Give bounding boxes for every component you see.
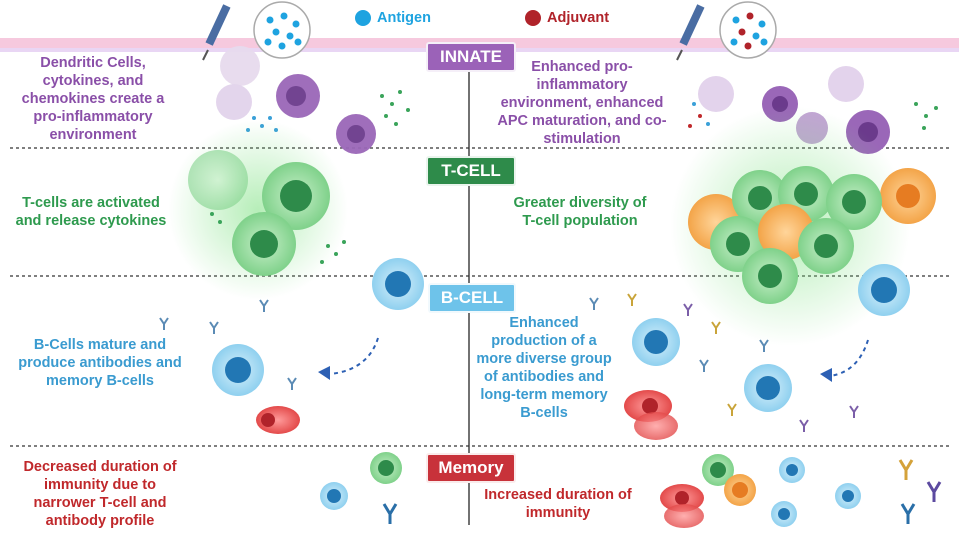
section-badge-tcell: T-CELL [426,156,516,186]
maturation-arrowhead-left [318,366,330,380]
antibody-memory-left-icon [382,503,398,524]
right-tcell-text: Greater diversity of T-cell population [513,195,647,229]
cytokine-dots-left [380,90,410,126]
bcell-naive-right [858,264,910,316]
dendritic-cells-left [216,46,376,154]
adjuvant-icon [525,10,541,26]
legend-adjuvant-label: Adjuvant [547,10,610,26]
maturation-arrow-right [829,339,869,377]
memory-tcell-left [370,452,402,484]
right-memory-text: Increased duration of immunity [484,487,632,521]
antigen-bubble-left [253,1,311,59]
left-innate-text: Dendritic Cells, cytokines, and chemokin… [21,55,165,143]
mixed-particles-right [730,12,768,50]
mixed-dots-right [688,102,938,130]
left-bcell-text: B-Cells mature and produce antibodies an… [18,337,182,389]
tcells-left [188,150,330,276]
maturation-arrowhead-right [820,368,832,382]
section-badge-memory: Memory [426,453,516,483]
antigen-adjuvant-bubble-right [719,1,777,59]
right-bcell-text: Enhanced production of a more diverse gr… [476,315,612,421]
syringe-right-icon [676,4,705,61]
left-memory-text: Decreased duration of immunity due to na… [23,459,177,529]
antigen-icon [355,10,371,26]
bcell-naive-left [372,258,424,310]
memory-bcell-red-left [256,406,300,434]
memory-cells-right [660,454,861,528]
memory-bcells-red-right [624,390,678,440]
right-innate-text: Enhanced pro-inflammatory environment, e… [497,59,667,147]
bcell-plasma-left [212,344,264,396]
antibody-icons-right [589,293,859,432]
syringe-left-icon [202,4,231,61]
bcell-plasma-right [632,318,792,412]
antigen-particles-left [264,12,302,50]
memory-bcell-left [320,482,348,510]
antibody-memory-right-icons [898,459,942,524]
maturation-arrow-left [329,337,379,375]
legend-antigen: Antigen [355,10,431,26]
antibody-icons-left [159,299,297,390]
section-badge-bcell: B-CELL [428,283,516,313]
left-tcell-text: T-cells are activated and release cytoki… [15,195,167,229]
section-badge-innate: INNATE [426,42,516,72]
legend-adjuvant: Adjuvant [525,10,609,26]
legend-antigen-label: Antigen [377,10,431,26]
tcells-right [688,166,936,304]
cytokine-dots-tcell-left [210,212,346,264]
